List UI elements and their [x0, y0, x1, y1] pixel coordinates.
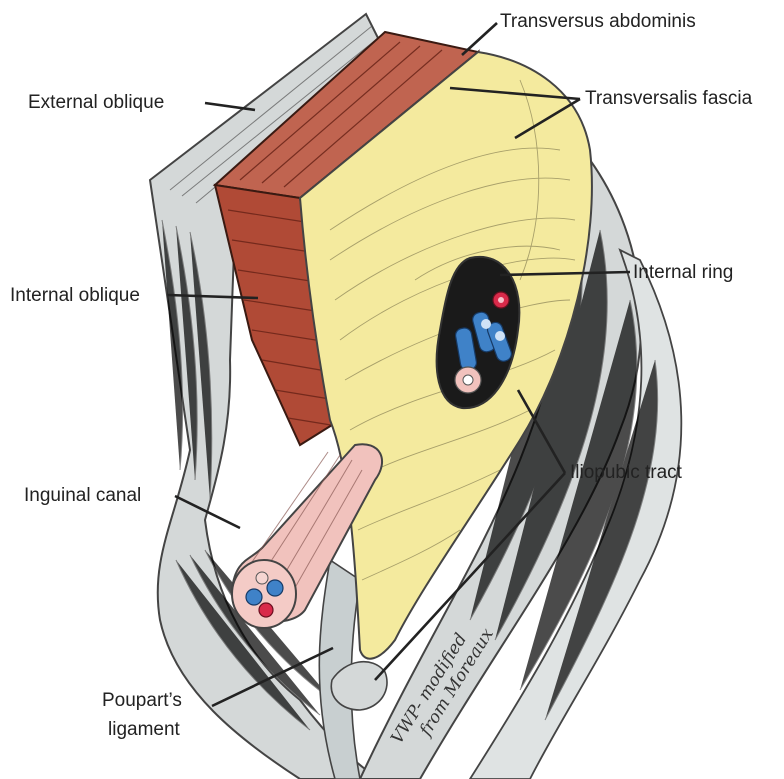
label-internal-ring: Internal ring: [633, 262, 733, 283]
label-pouparts-ligament-line1: Poupart’s: [102, 690, 182, 711]
label-transversalis-fascia: Transversalis fascia: [585, 88, 753, 109]
label-pouparts-ligament-line2: ligament: [108, 719, 181, 740]
label-inguinal-canal: Inguinal canal: [24, 485, 141, 506]
label-iliopubic-tract: Iliopubic tract: [570, 462, 683, 483]
label-transversus-abdominis: Transversus abdominis: [500, 11, 696, 32]
label-external-oblique: External oblique: [28, 92, 164, 113]
label-internal-oblique: Internal oblique: [10, 285, 140, 306]
